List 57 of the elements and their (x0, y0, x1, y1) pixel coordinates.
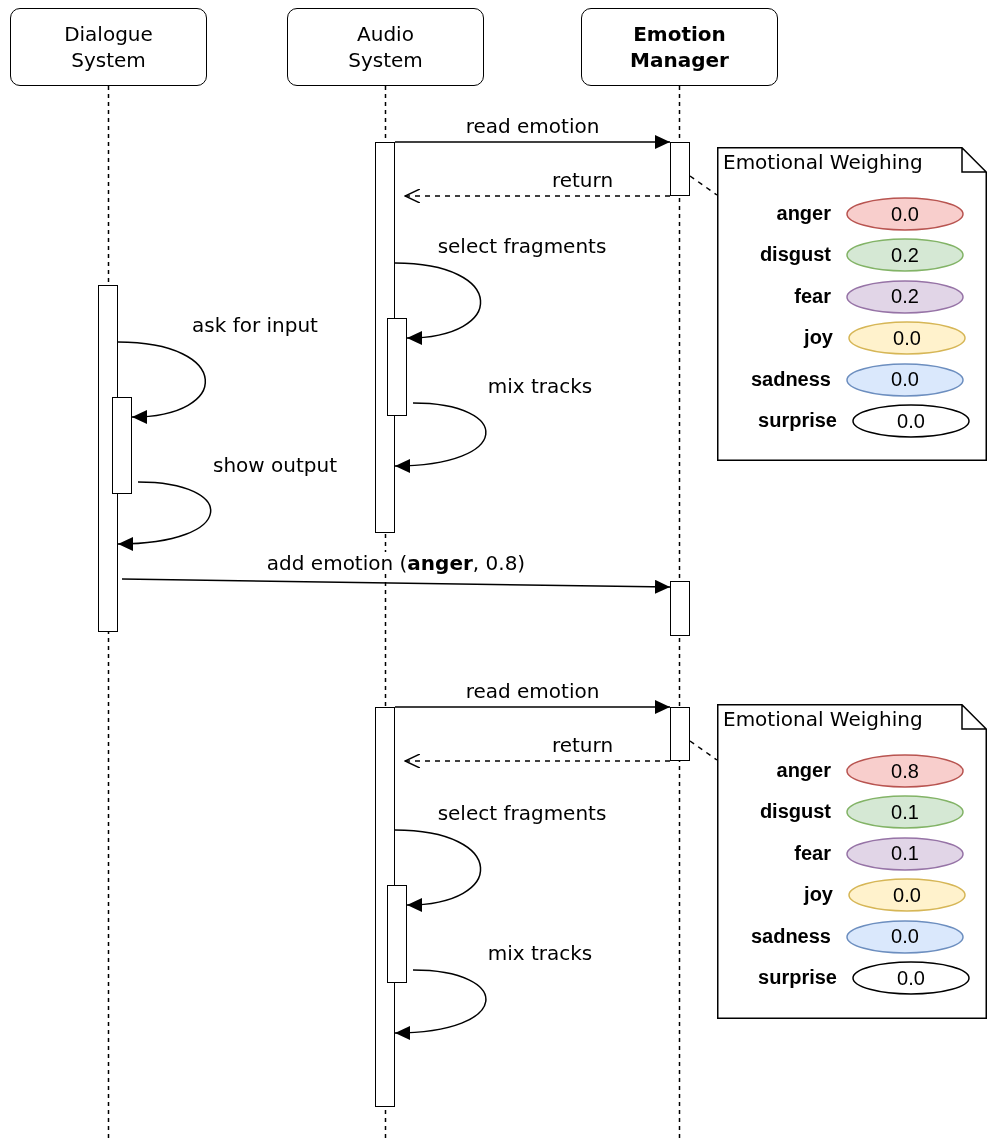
message-arrow (117, 341, 206, 423)
value-ellipse: 0.1 (846, 836, 964, 871)
activation-bar (375, 142, 395, 533)
emotion-label: anger (776, 759, 831, 782)
emotion-label: sadness (750, 924, 831, 948)
value-ellipse: 0.0 (848, 321, 966, 356)
message-arrow (404, 188, 671, 204)
value-ellipse: 0.0 (846, 197, 964, 231)
value-ellipse: 0.8 (846, 754, 964, 788)
activation-bar (670, 142, 690, 196)
message-label: select fragments (435, 802, 609, 824)
emotion-label: joy (804, 326, 833, 350)
participant-box: Audio System (287, 8, 484, 86)
emotion-label: fear (794, 284, 831, 308)
message-label: show output (211, 454, 339, 476)
value-ellipse: 0.0 (852, 961, 970, 995)
emotion-label: surprise (758, 409, 837, 432)
note-box (717, 147, 987, 461)
note-box (717, 704, 987, 1019)
emotion-label: anger (776, 202, 831, 225)
connector-line (689, 175, 718, 196)
value-ellipse: 0.2 (846, 279, 964, 314)
activation-bar (670, 707, 690, 761)
message-arrow (404, 753, 671, 769)
note-title: Emotional Weighing (723, 150, 923, 174)
participant-box: Dialogue System (10, 8, 207, 86)
note-title: Emotional Weighing (723, 707, 923, 731)
message-arrow (394, 262, 482, 344)
emotion-label: sadness (750, 367, 831, 391)
emotion-label: joy (804, 883, 833, 907)
emotion-label: fear (794, 841, 831, 865)
message-arrow (121, 578, 671, 594)
activation-bar (387, 885, 407, 983)
message-arrow (394, 969, 487, 1040)
message-arrow (394, 135, 671, 149)
value-ellipse: 0.0 (852, 404, 970, 438)
message-label: ask for input (190, 314, 320, 336)
message-arrow (117, 481, 212, 551)
value-ellipse: 0.1 (846, 795, 964, 830)
value-ellipse: 0.0 (846, 362, 964, 397)
connector-line (689, 740, 718, 761)
activation-bar (112, 397, 132, 494)
value-ellipse: 0.0 (846, 919, 964, 954)
participant-box: Emotion Manager (581, 8, 778, 86)
emotion-label: disgust (759, 243, 831, 267)
value-ellipse: 0.0 (848, 878, 966, 913)
message-arrow (394, 700, 671, 714)
emotion-label: disgust (759, 800, 831, 824)
activation-bar (670, 581, 690, 636)
activation-bar (98, 285, 118, 632)
emotion-label: surprise (758, 966, 837, 989)
message-arrow (394, 829, 482, 911)
activation-bar (375, 707, 395, 1107)
message-label: select fragments (435, 235, 609, 257)
message-arrow (394, 402, 487, 473)
activation-bar (387, 318, 407, 416)
value-ellipse: 0.2 (846, 238, 964, 273)
